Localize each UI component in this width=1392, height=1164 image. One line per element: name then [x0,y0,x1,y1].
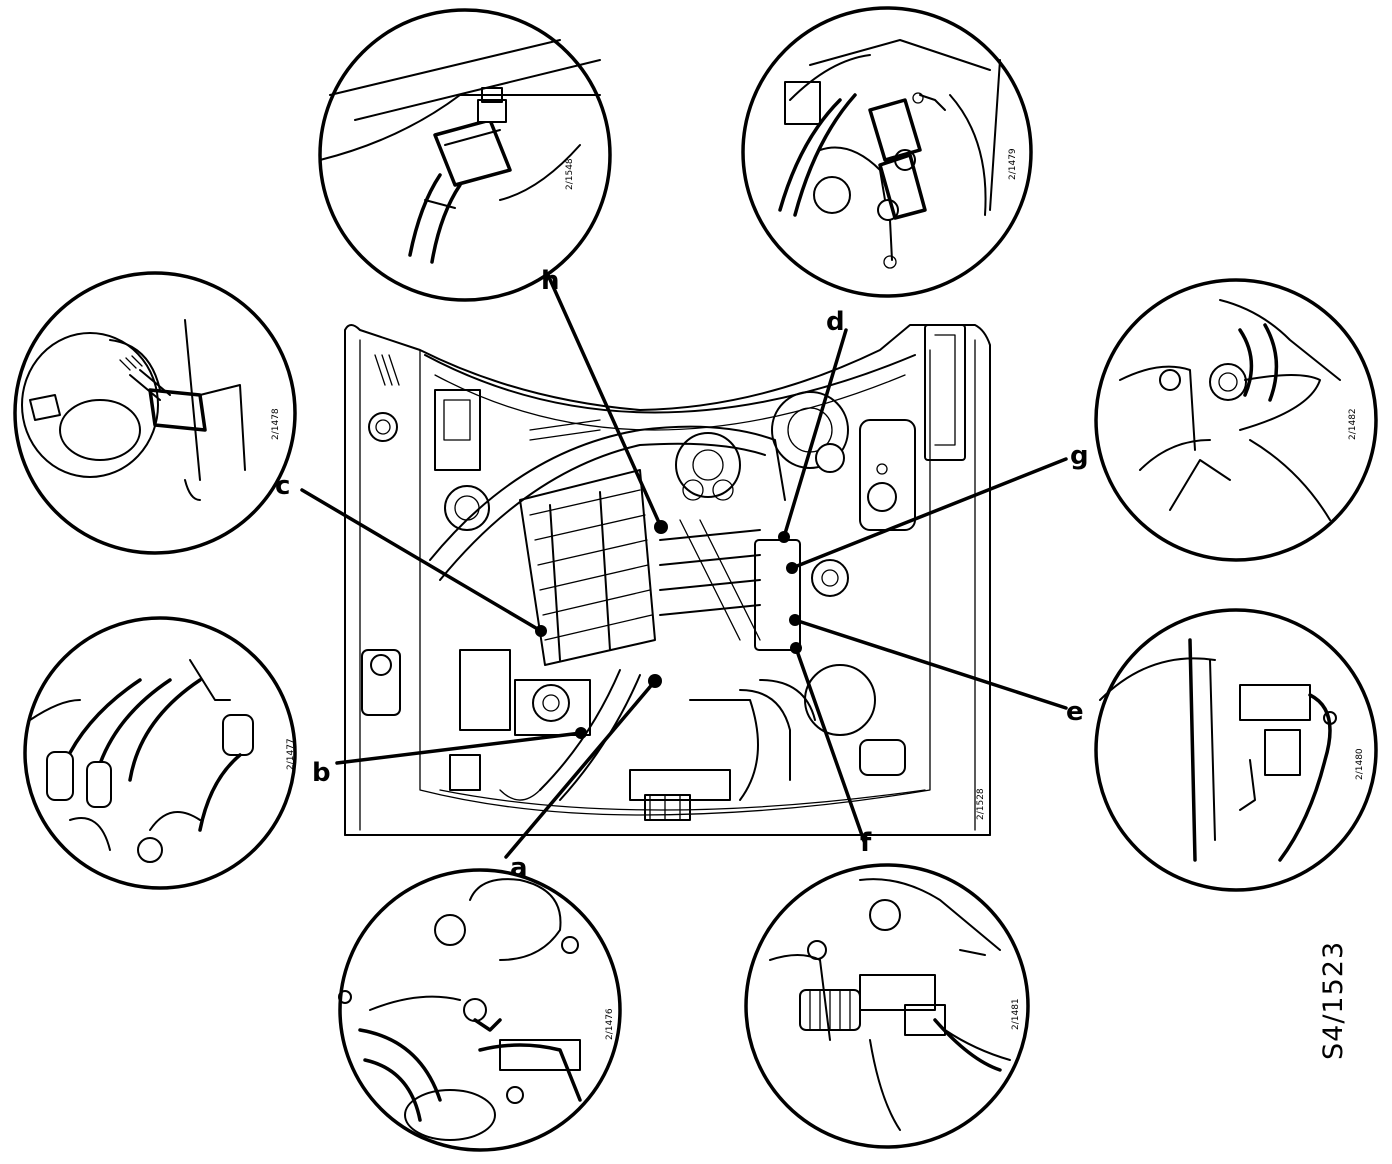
main-ref-code: 2/1528 [976,788,986,820]
callout-letter-g: g [1070,441,1089,471]
detail-d-ref: 2/1479 [1008,148,1018,180]
leader-b [335,731,583,765]
detail-circle-e: 2/1480 [1094,608,1378,892]
leader-f [794,646,866,843]
detail-h-ref: 2/1548 [565,158,575,190]
detail-circle-h: 2/1548 [318,8,612,302]
detail-circle-d: 2/1479 [741,6,1033,298]
leader-a [504,679,657,859]
callout-letter-e: e [1066,697,1084,727]
callout-letter-a: a [510,853,528,883]
callout-letters: h d c g e b a f [275,266,1089,883]
detail-e-ref: 2/1480 [1355,748,1365,780]
detail-a-ref: 2/1476 [605,1008,615,1040]
leader-d [782,328,848,539]
callout-letter-d: d [826,307,845,337]
callout-letter-c: c [275,471,290,501]
detail-circle-a: 2/1476 [338,868,622,1152]
callout-letter-h: h [541,266,560,296]
leader-c [300,488,543,633]
detail-circle-c: 2/1478 [13,271,297,555]
leader-g [790,457,1068,570]
detail-b-ref: 2/1477 [286,738,296,770]
detail-f-ref: 2/1481 [1011,998,1021,1030]
engine-bay: 2/1528 [344,324,991,836]
figure-number: S4/1523 [1318,941,1349,1060]
detail-c-ref: 2/1478 [271,408,281,440]
detail-g-ref: 2/1482 [1348,408,1358,440]
detail-circle-g: 2/1482 [1094,278,1378,562]
detail-circle-f: 2/1481 [744,863,1030,1149]
detail-circle-b: 2/1477 [23,616,297,890]
callout-letter-f: f [860,828,872,858]
callout-letter-b: b [312,758,331,788]
